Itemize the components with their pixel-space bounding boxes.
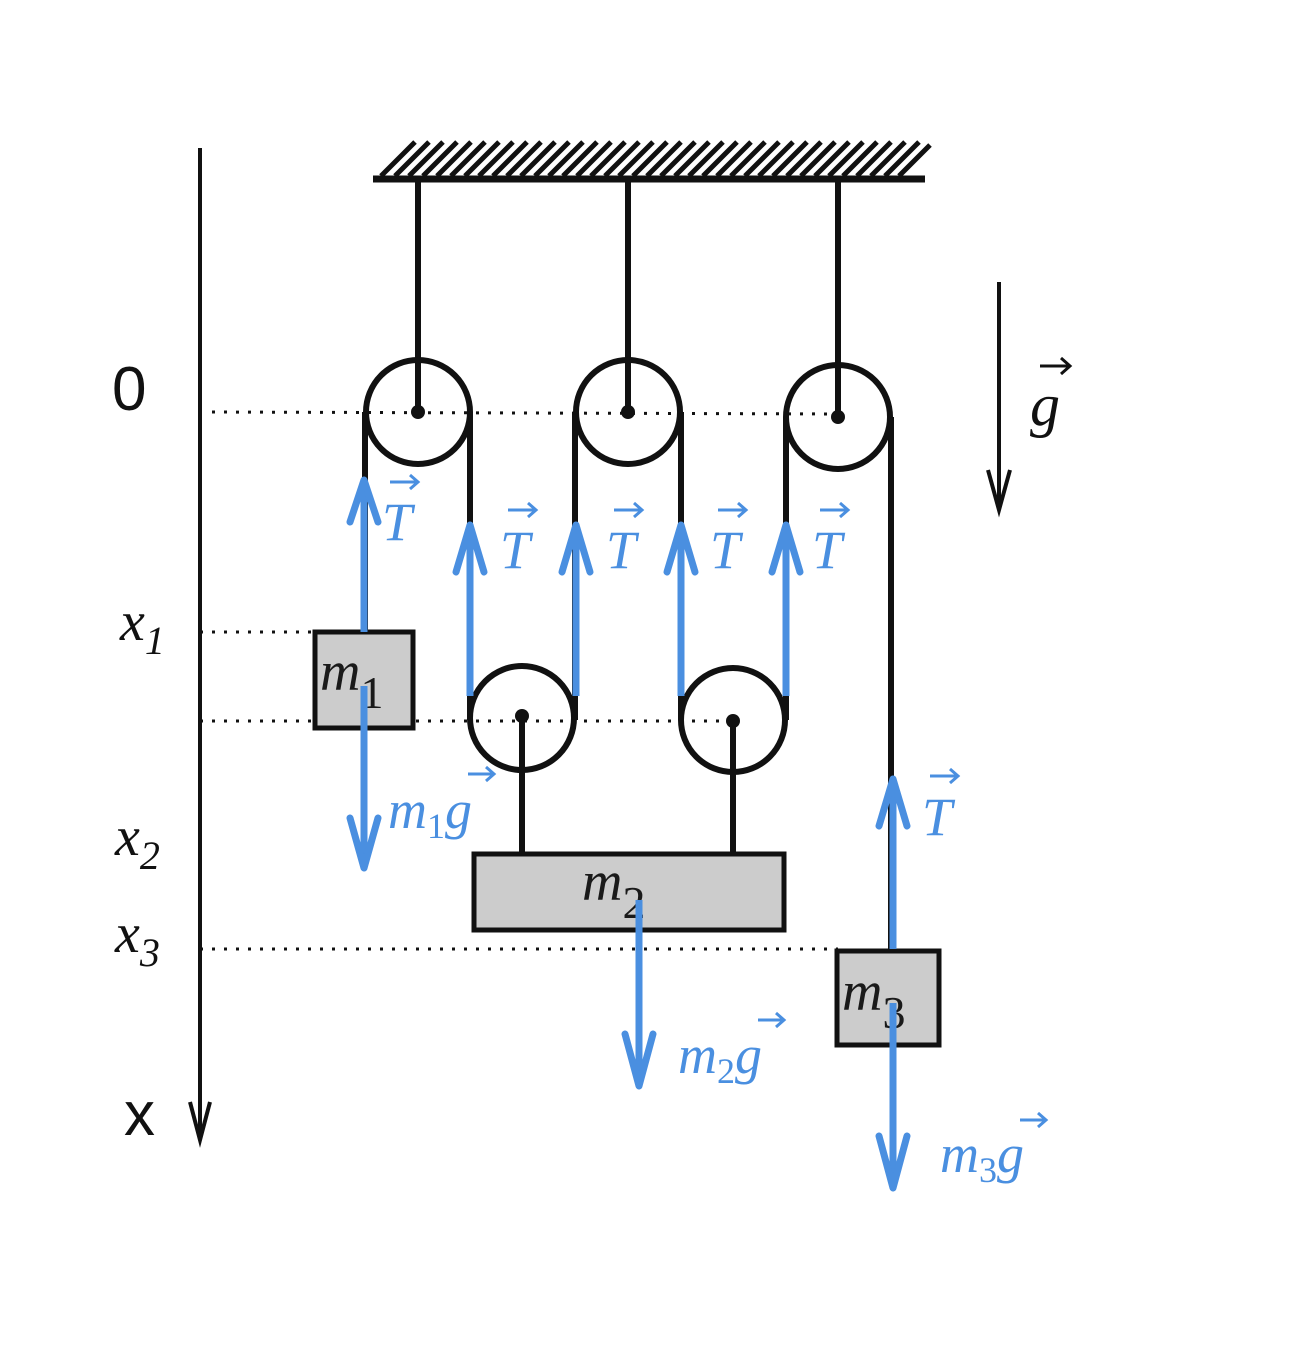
movable-pulley-rods bbox=[519, 716, 736, 854]
tension-label-rope-3: T bbox=[710, 501, 749, 580]
svg-text:T: T bbox=[606, 520, 640, 580]
svg-text:T: T bbox=[500, 520, 534, 580]
axis-x3-label: x3 bbox=[114, 903, 160, 975]
svg-text:m3g: m3g bbox=[940, 1124, 1024, 1190]
reference-lines bbox=[200, 410, 841, 951]
svg-text:g: g bbox=[1030, 372, 1060, 438]
weight-arrow-m1 bbox=[346, 686, 382, 872]
weight-arrow-m3 bbox=[875, 1003, 911, 1192]
svg-text:T: T bbox=[812, 520, 846, 580]
gravity-arrow bbox=[986, 282, 1012, 518]
x-axis bbox=[188, 148, 212, 1148]
svg-text:m2g: m2g bbox=[678, 1025, 762, 1091]
axis-origin-label: 0 bbox=[112, 355, 146, 424]
weight-label-m2: m2g bbox=[678, 1011, 787, 1091]
tension-arrow-rope-3 bbox=[663, 521, 699, 696]
tension-label-m3: T bbox=[922, 767, 961, 847]
axis-direction-label: x bbox=[124, 1080, 155, 1149]
block-m2: m2 bbox=[471, 851, 787, 933]
gravity-label: g bbox=[1030, 356, 1073, 438]
tension-label-rope-1: T bbox=[500, 501, 539, 580]
svg-text:T: T bbox=[710, 520, 744, 580]
ceiling bbox=[373, 140, 932, 183]
tension-arrow-rope-2 bbox=[558, 521, 594, 696]
tension-arrow-rope-4 bbox=[768, 521, 804, 696]
svg-text:m1g: m1g bbox=[388, 780, 472, 846]
gravity-vector-arrow bbox=[1040, 356, 1073, 376]
tension-label-rope-4: T bbox=[812, 501, 851, 580]
svg-text:T: T bbox=[922, 787, 956, 847]
tension-arrow-m1 bbox=[346, 476, 382, 632]
ceiling-hangers bbox=[415, 179, 841, 417]
tension-arrow-m3 bbox=[875, 775, 911, 949]
axis-x1-label: x1 bbox=[119, 591, 165, 663]
weight-arrow-m2 bbox=[621, 900, 657, 1090]
block-m3: m3 bbox=[834, 948, 942, 1048]
axis-x2-label: x2 bbox=[114, 806, 160, 878]
weight-label-m3: m3g bbox=[940, 1111, 1049, 1190]
ceiling-hatching bbox=[379, 140, 932, 178]
svg-text:T: T bbox=[382, 492, 416, 552]
tension-arrow-rope-1 bbox=[452, 521, 488, 696]
tension-label-m1: T bbox=[382, 473, 421, 552]
tension-label-rope-2: T bbox=[606, 501, 645, 580]
weight-label-m1: m1g bbox=[388, 765, 497, 846]
